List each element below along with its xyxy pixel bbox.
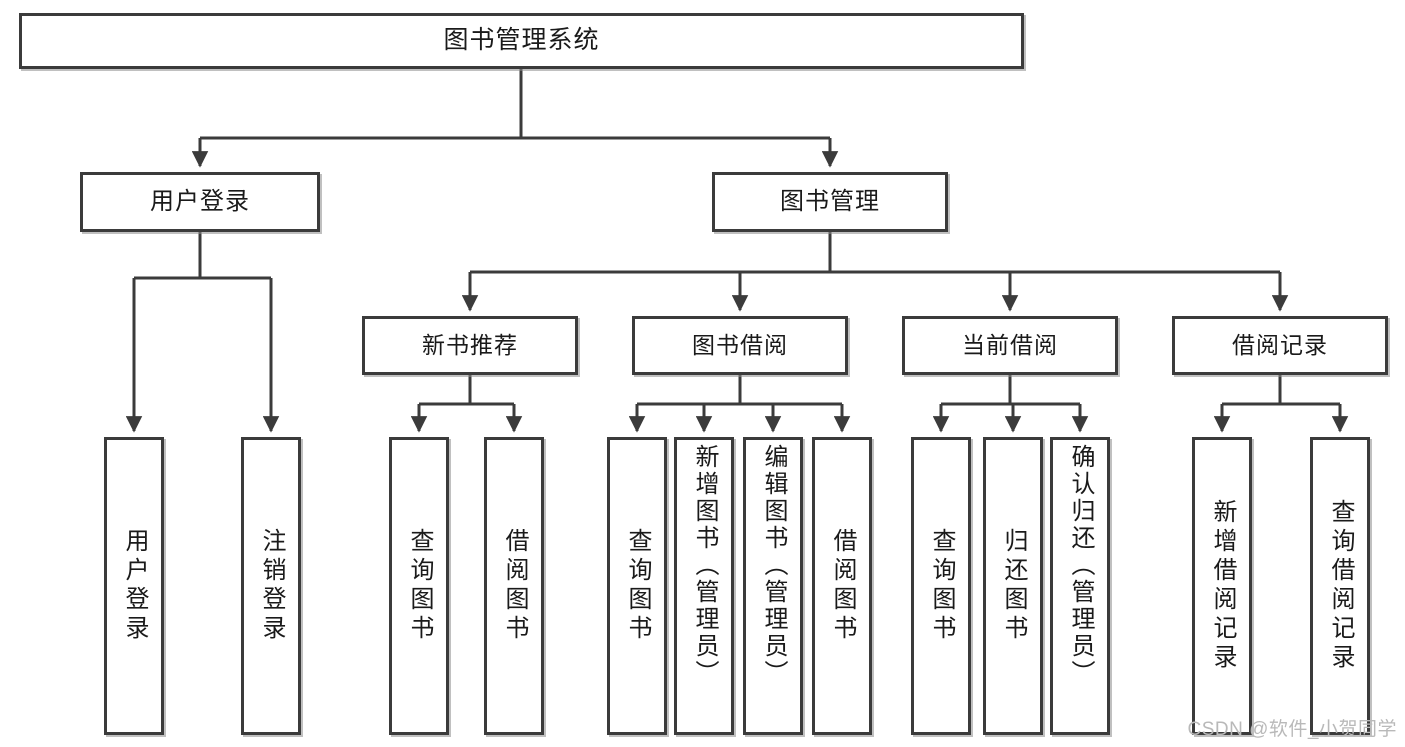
leaf-query-book-borrow-label: 查询图书 <box>624 528 651 644</box>
leaf-add-borrow-record-label: 新增借阅记录 <box>1209 499 1236 673</box>
leaf-edit-book-admin-label: 编辑图书（管理员） <box>760 444 787 687</box>
leaf-query-book-newbook[interactable]: 查询图书 <box>389 437 449 735</box>
node-new-book-recommend-label: 新书推荐 <box>422 331 518 358</box>
node-book-management-label: 图书管理 <box>780 187 880 215</box>
leaf-query-book-borrow[interactable]: 查询图书 <box>607 437 667 735</box>
leaf-query-borrow-record-label: 查询借阅记录 <box>1327 499 1354 673</box>
leaf-return-book-label: 归还图书 <box>1000 528 1027 644</box>
node-borrow-record[interactable]: 借阅记录 <box>1172 316 1388 375</box>
node-user-login-label: 用户登录 <box>150 187 250 215</box>
leaf-return-book[interactable]: 归还图书 <box>983 437 1043 735</box>
leaf-add-book-admin-label: 新增图书（管理员） <box>691 444 718 687</box>
leaf-borrow-book-newbook-label: 借阅图书 <box>501 528 528 644</box>
node-user-login[interactable]: 用户登录 <box>80 172 320 232</box>
leaf-add-borrow-record[interactable]: 新增借阅记录 <box>1192 437 1252 735</box>
node-root-label: 图书管理系统 <box>443 26 600 55</box>
watermark-text: CSDN @软件_小贺同学 <box>1187 719 1397 740</box>
leaf-query-borrow-record[interactable]: 查询借阅记录 <box>1310 437 1370 735</box>
leaf-add-book-admin[interactable]: 新增图书（管理员） <box>674 437 734 735</box>
node-current-borrow[interactable]: 当前借阅 <box>902 316 1118 375</box>
node-current-borrow-label: 当前借阅 <box>962 331 1058 358</box>
leaf-borrow-book-newbook[interactable]: 借阅图书 <box>484 437 544 735</box>
leaf-lend-book-label: 借阅图书 <box>829 528 856 644</box>
node-book-borrow-label: 图书借阅 <box>692 331 788 358</box>
leaf-lend-book[interactable]: 借阅图书 <box>812 437 872 735</box>
leaf-confirm-return-admin-label: 确认归还（管理员） <box>1067 444 1094 687</box>
leaf-edit-book-admin[interactable]: 编辑图书（管理员） <box>743 437 803 735</box>
node-new-book-recommend[interactable]: 新书推荐 <box>362 316 578 375</box>
leaf-query-book-newbook-label: 查询图书 <box>406 528 433 644</box>
leaf-confirm-return-admin[interactable]: 确认归还（管理员） <box>1050 437 1110 735</box>
leaf-user-logout-label: 注销登录 <box>258 528 285 644</box>
leaf-query-book-current-label: 查询图书 <box>928 528 955 644</box>
leaf-user-login[interactable]: 用户登录 <box>104 437 164 735</box>
leaf-user-login-label: 用户登录 <box>121 528 148 644</box>
node-book-borrow[interactable]: 图书借阅 <box>632 316 848 375</box>
node-borrow-record-label: 借阅记录 <box>1232 331 1328 358</box>
node-root[interactable]: 图书管理系统 <box>19 13 1024 69</box>
leaf-query-book-current[interactable]: 查询图书 <box>911 437 971 735</box>
node-book-management[interactable]: 图书管理 <box>712 172 948 232</box>
leaf-user-logout[interactable]: 注销登录 <box>241 437 301 735</box>
